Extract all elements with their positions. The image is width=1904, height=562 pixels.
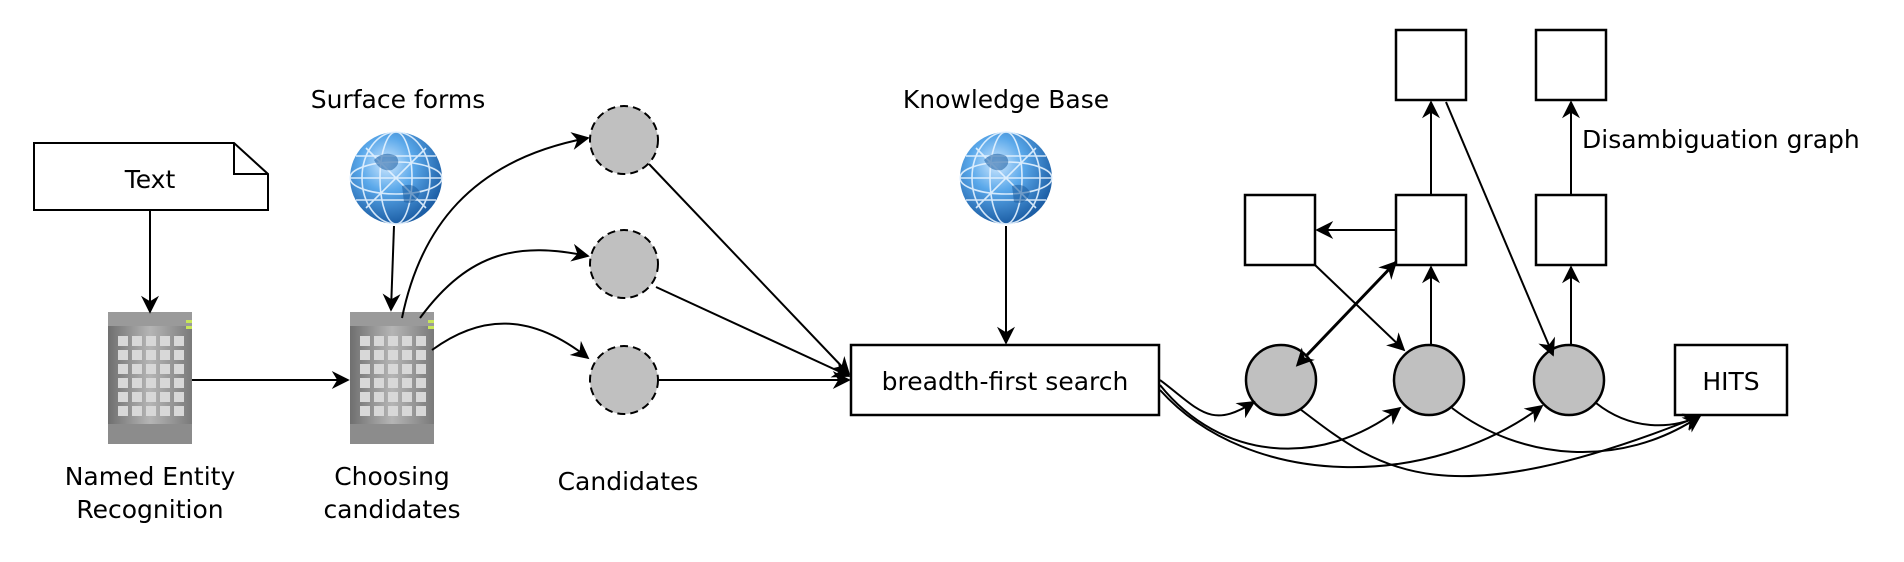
- document-fold: [233, 143, 268, 175]
- server-icon: [108, 312, 192, 444]
- candidate-node: [589, 105, 659, 175]
- edge: [1451, 407, 1702, 454]
- disambiguation-graph-label: Disambiguation graph: [1582, 125, 1860, 154]
- graph-square-node: [1243, 193, 1317, 267]
- graph-circle-node: [1392, 343, 1466, 417]
- hits-label: HITS: [1702, 367, 1759, 396]
- ner-label-line1: Named Entity: [65, 462, 236, 491]
- edge: [1295, 260, 1398, 367]
- edges: [141, 100, 1702, 478]
- graph-square-node: [1394, 193, 1468, 267]
- edge: [419, 243, 590, 319]
- edge: [648, 163, 851, 376]
- candidates-label: Candidates: [558, 467, 699, 496]
- edge: [655, 286, 851, 378]
- edge: [1314, 264, 1406, 352]
- ner-label-line2: Recognition: [76, 495, 223, 524]
- edge: [1159, 384, 1402, 450]
- globe-icon: [959, 131, 1053, 225]
- choosing-label-line1: Choosing: [334, 462, 450, 491]
- edge: [431, 322, 590, 360]
- candidate-node: [589, 229, 659, 299]
- graph-circle-node: [1244, 343, 1318, 417]
- graph-square-node: [1394, 28, 1468, 102]
- server-icon: [350, 312, 434, 444]
- surface-forms-label: Surface forms: [311, 85, 486, 114]
- graph-circle-node: [1532, 343, 1606, 417]
- candidate-nodes: [589, 105, 659, 415]
- edge: [401, 132, 590, 319]
- choosing-label-line2: candidates: [323, 495, 460, 524]
- edge: [1445, 101, 1555, 357]
- bfs-label: breadth-first search: [882, 367, 1129, 396]
- edge: [1159, 389, 1544, 468]
- document-icon: [33, 142, 269, 211]
- disambiguation-graph: [1243, 28, 1608, 417]
- hits-box: [1673, 343, 1789, 417]
- text-label: Text: [124, 165, 176, 194]
- graph-square-node: [1534, 28, 1608, 102]
- edge: [382, 225, 401, 312]
- globe-icon: [349, 131, 443, 225]
- knowledge-base-label: Knowledge Base: [903, 85, 1109, 114]
- edge: [1159, 379, 1256, 419]
- edge: [1595, 402, 1702, 432]
- bfs-box: [849, 343, 1161, 417]
- candidate-node: [589, 345, 659, 415]
- text-document: Text: [33, 142, 269, 211]
- graph-square-node: [1534, 193, 1608, 267]
